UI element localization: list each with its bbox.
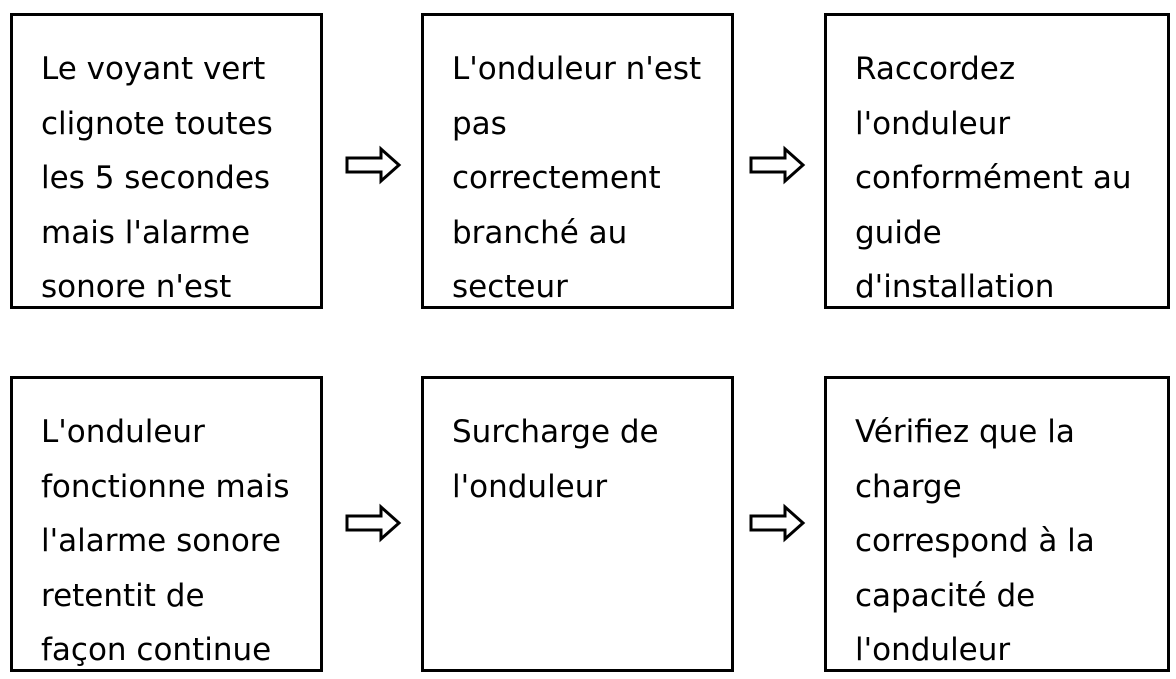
- solution-text-2: Vérifiez que la charge correspond à la c…: [855, 414, 1095, 668]
- symptom-text-2: L'onduleur fonctionne mais l'alarme sono…: [41, 414, 290, 668]
- cause-text-2: Surcharge de l'onduleur: [452, 414, 659, 505]
- symptom-text-1: Le voyant vert clignote toutes les 5 sec…: [41, 51, 273, 305]
- right-arrow-icon: [343, 503, 403, 543]
- right-arrow-icon: [343, 145, 403, 185]
- right-arrow-icon: [747, 503, 807, 543]
- solution-text-1: Raccordez l'onduleur conformément au gui…: [855, 51, 1132, 305]
- cause-box-1: L'onduleur n'est pas correctement branch…: [421, 13, 734, 309]
- cause-text-1: L'onduleur n'est pas correctement branch…: [452, 51, 702, 305]
- cause-box-2: Surcharge de l'onduleur: [421, 376, 734, 672]
- symptom-box-1: Le voyant vert clignote toutes les 5 sec…: [10, 13, 323, 309]
- solution-box-2: Vérifiez que la charge correspond à la c…: [824, 376, 1170, 672]
- symptom-box-2: L'onduleur fonctionne mais l'alarme sono…: [10, 376, 323, 672]
- solution-box-1: Raccordez l'onduleur conformément au gui…: [824, 13, 1170, 309]
- right-arrow-icon: [747, 145, 807, 185]
